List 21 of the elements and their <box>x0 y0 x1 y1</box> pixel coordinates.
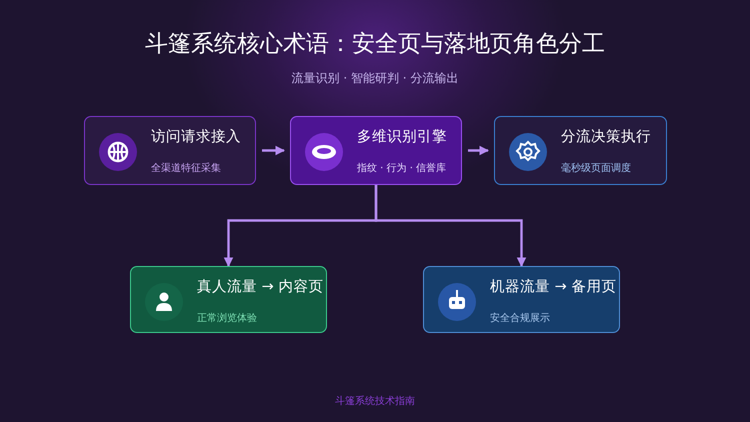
arrow <box>468 146 489 156</box>
footer-text: 斗篷系统技术指南 <box>334 394 416 408</box>
node-subtitle: 正常浏览体验 <box>197 312 257 325</box>
process-box <box>423 266 620 333</box>
node-title: 分流决策执行 <box>561 128 651 146</box>
node-title: 真人流量 → 内容页 <box>197 278 324 296</box>
process-box <box>290 116 462 185</box>
node-subtitle: 指纹 · 行为 · 信誉库 <box>357 162 446 175</box>
process-box <box>494 116 667 185</box>
node-subtitle: 安全合规展示 <box>490 312 550 325</box>
node-title: 多维识别引擎 <box>357 128 447 146</box>
node-title: 机器流量 → 备用页 <box>490 278 616 296</box>
process-box <box>130 266 327 333</box>
subtitle: 流量识别 · 智能研判 · 分流输出 <box>290 70 460 87</box>
arrow <box>262 146 285 156</box>
node-subtitle: 全渠道特征采集 <box>151 162 221 175</box>
arrow <box>374 185 526 267</box>
node-subtitle: 毫秒级页面调度 <box>561 162 631 175</box>
process-box <box>84 116 256 185</box>
node-title: 访问请求接入 <box>151 128 241 146</box>
title: 斗篷系统核心术语：安全页与落地页角色分工 <box>144 30 606 59</box>
